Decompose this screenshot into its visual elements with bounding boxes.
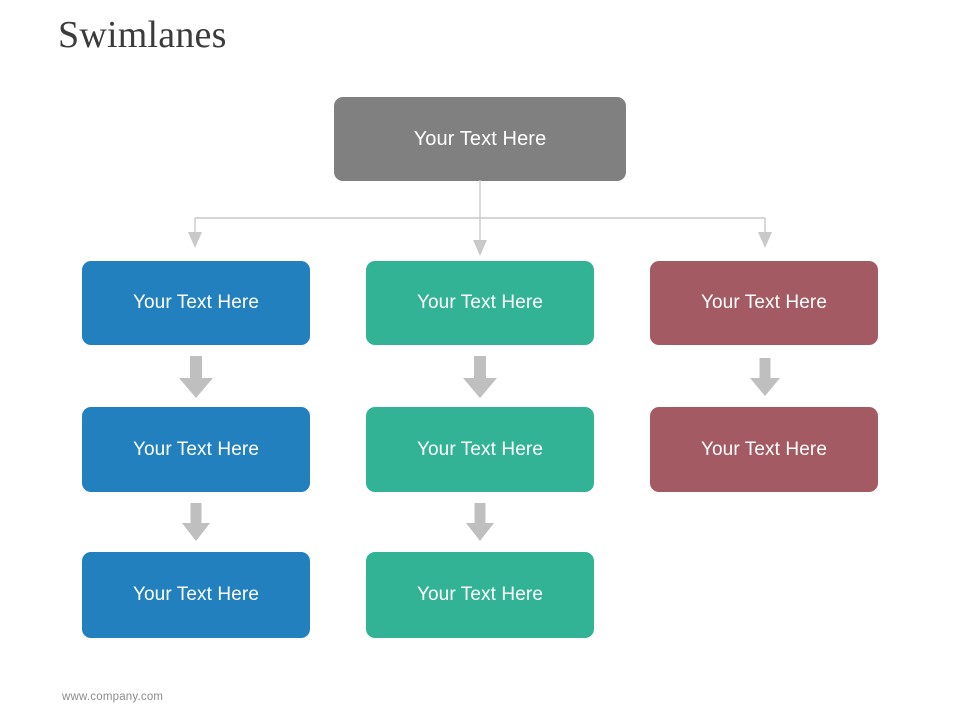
arrow-teal-1-to-2 <box>463 356 497 398</box>
node-blue-2-label: Your Text Here <box>132 438 260 460</box>
node-blue-2[interactable]: Your Text Here <box>82 407 310 492</box>
node-teal-2[interactable]: Your Text Here <box>366 407 594 492</box>
node-red-2[interactable]: Your Text Here <box>650 407 878 492</box>
node-red-1[interactable]: Your Text Here <box>650 261 878 345</box>
node-teal-1[interactable]: Your Text Here <box>366 261 594 345</box>
node-blue-1[interactable]: Your Text Here <box>82 261 310 345</box>
arrow-blue-2-to-3 <box>182 503 210 541</box>
node-blue-3[interactable]: Your Text Here <box>82 552 310 638</box>
node-teal-3-label: Your Text Here <box>416 584 544 605</box>
node-teal-1-label: Your Text Here <box>416 292 544 313</box>
node-blue-3-label: Your Text Here <box>132 584 260 605</box>
node-red-1-label: Your Text Here <box>700 292 828 313</box>
arrow-red-1-to-2 <box>750 358 780 396</box>
node-teal-2-label: Your Text Here <box>416 438 544 460</box>
page-title: Swimlanes <box>58 14 227 56</box>
node-red-2-label: Your Text Here <box>700 438 828 460</box>
node-teal-3[interactable]: Your Text Here <box>366 552 594 638</box>
arrow-blue-1-to-2 <box>179 356 213 398</box>
node-root[interactable]: Your Text Here <box>334 97 626 181</box>
node-root-label: Your Text Here <box>413 128 547 150</box>
footer-url[interactable]: www.company.com <box>62 691 164 703</box>
node-blue-1-label: Your Text Here <box>132 292 260 313</box>
arrow-teal-2-to-3 <box>466 503 494 541</box>
